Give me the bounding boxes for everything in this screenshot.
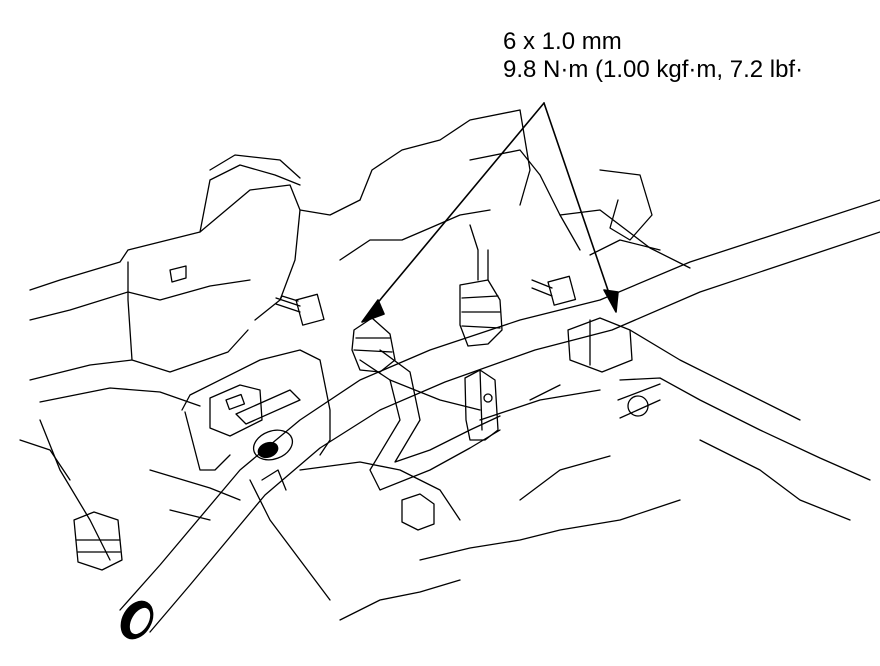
bolt-icon [531,275,577,306]
clamp-icon [464,369,561,441]
bolt-icon [401,493,435,531]
hose-icon [567,317,661,419]
bolt-icon [73,511,123,571]
flare-nut [351,224,503,373]
bolt-icon [275,293,325,326]
main-hose [119,199,880,640]
bolt-size-label: 6 x 1.0 mm [503,28,622,55]
arrow-icon [361,102,619,323]
torque-value-label: 9.8 N·m (1.00 kgf·m, 7.2 lbf· [503,56,804,83]
bent-tube [359,349,501,491]
engine-block-outline [19,109,871,621]
bracket-icon [181,349,331,491]
torque-spec-callout: 6 x 1.0 mm 9.8 N·m (1.00 kgf·m, 7.2 lbf· [503,28,880,84]
